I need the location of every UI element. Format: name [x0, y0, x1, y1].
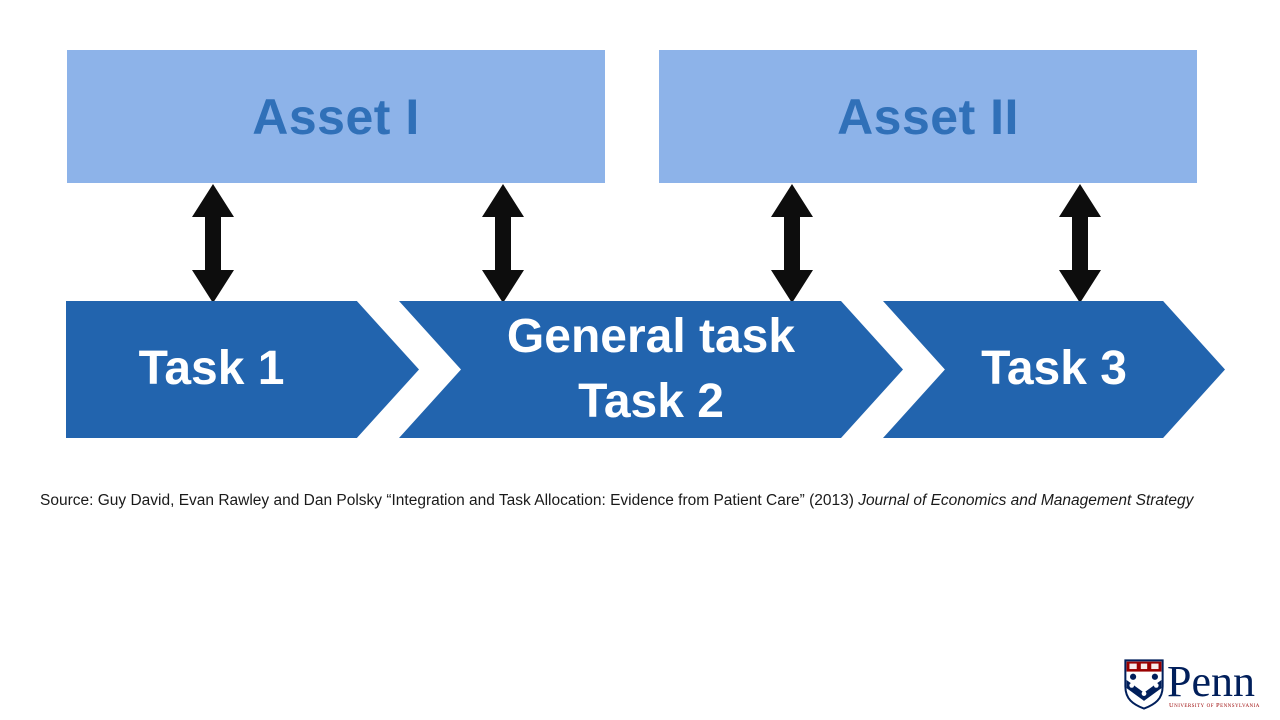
double-arrow-connector-1: [191, 184, 235, 303]
asset-1-box: Asset I: [67, 50, 605, 183]
penn-text-block: Penn University of Pennsylvania: [1167, 659, 1260, 709]
double-arrow-connector-2: [481, 184, 525, 303]
asset-1-label: Asset I: [252, 88, 420, 145]
double-arrow-icon: [1059, 184, 1101, 303]
double-arrow-icon: [192, 184, 234, 303]
task-3-label: Task 3: [981, 342, 1127, 396]
asset-2-box: Asset II: [659, 50, 1197, 183]
double-arrow-connector-3: [770, 184, 814, 303]
task-2-label-line-2: Task 2: [578, 374, 724, 428]
task-1-label: Task 1: [138, 342, 285, 396]
penn-wordmark: Penn: [1167, 657, 1255, 706]
double-arrow-connector-4: [1058, 184, 1102, 303]
penn-shield-icon: [1124, 659, 1164, 710]
task-3-arrow: Task 3: [883, 301, 1225, 438]
source-citation-text: Source: Guy David, Evan Rawley and Dan P…: [40, 492, 859, 509]
double-arrow-icon: [482, 184, 524, 303]
asset-2-label: Asset II: [837, 88, 1019, 145]
task-2-label-line-1: General task: [506, 309, 796, 363]
penn-logo: Penn University of Pennsylvania: [1124, 659, 1260, 710]
penn-subtitle: University of Pennsylvania: [1169, 701, 1260, 709]
task-2-arrow: General task Task 2: [399, 301, 903, 438]
source-citation: Source: Guy David, Evan Rawley and Dan P…: [40, 492, 1193, 510]
task-1-arrow: Task 1: [66, 301, 419, 438]
source-journal-name: Journal of Economics and Management Stra…: [858, 492, 1194, 509]
double-arrow-icon: [771, 184, 813, 303]
